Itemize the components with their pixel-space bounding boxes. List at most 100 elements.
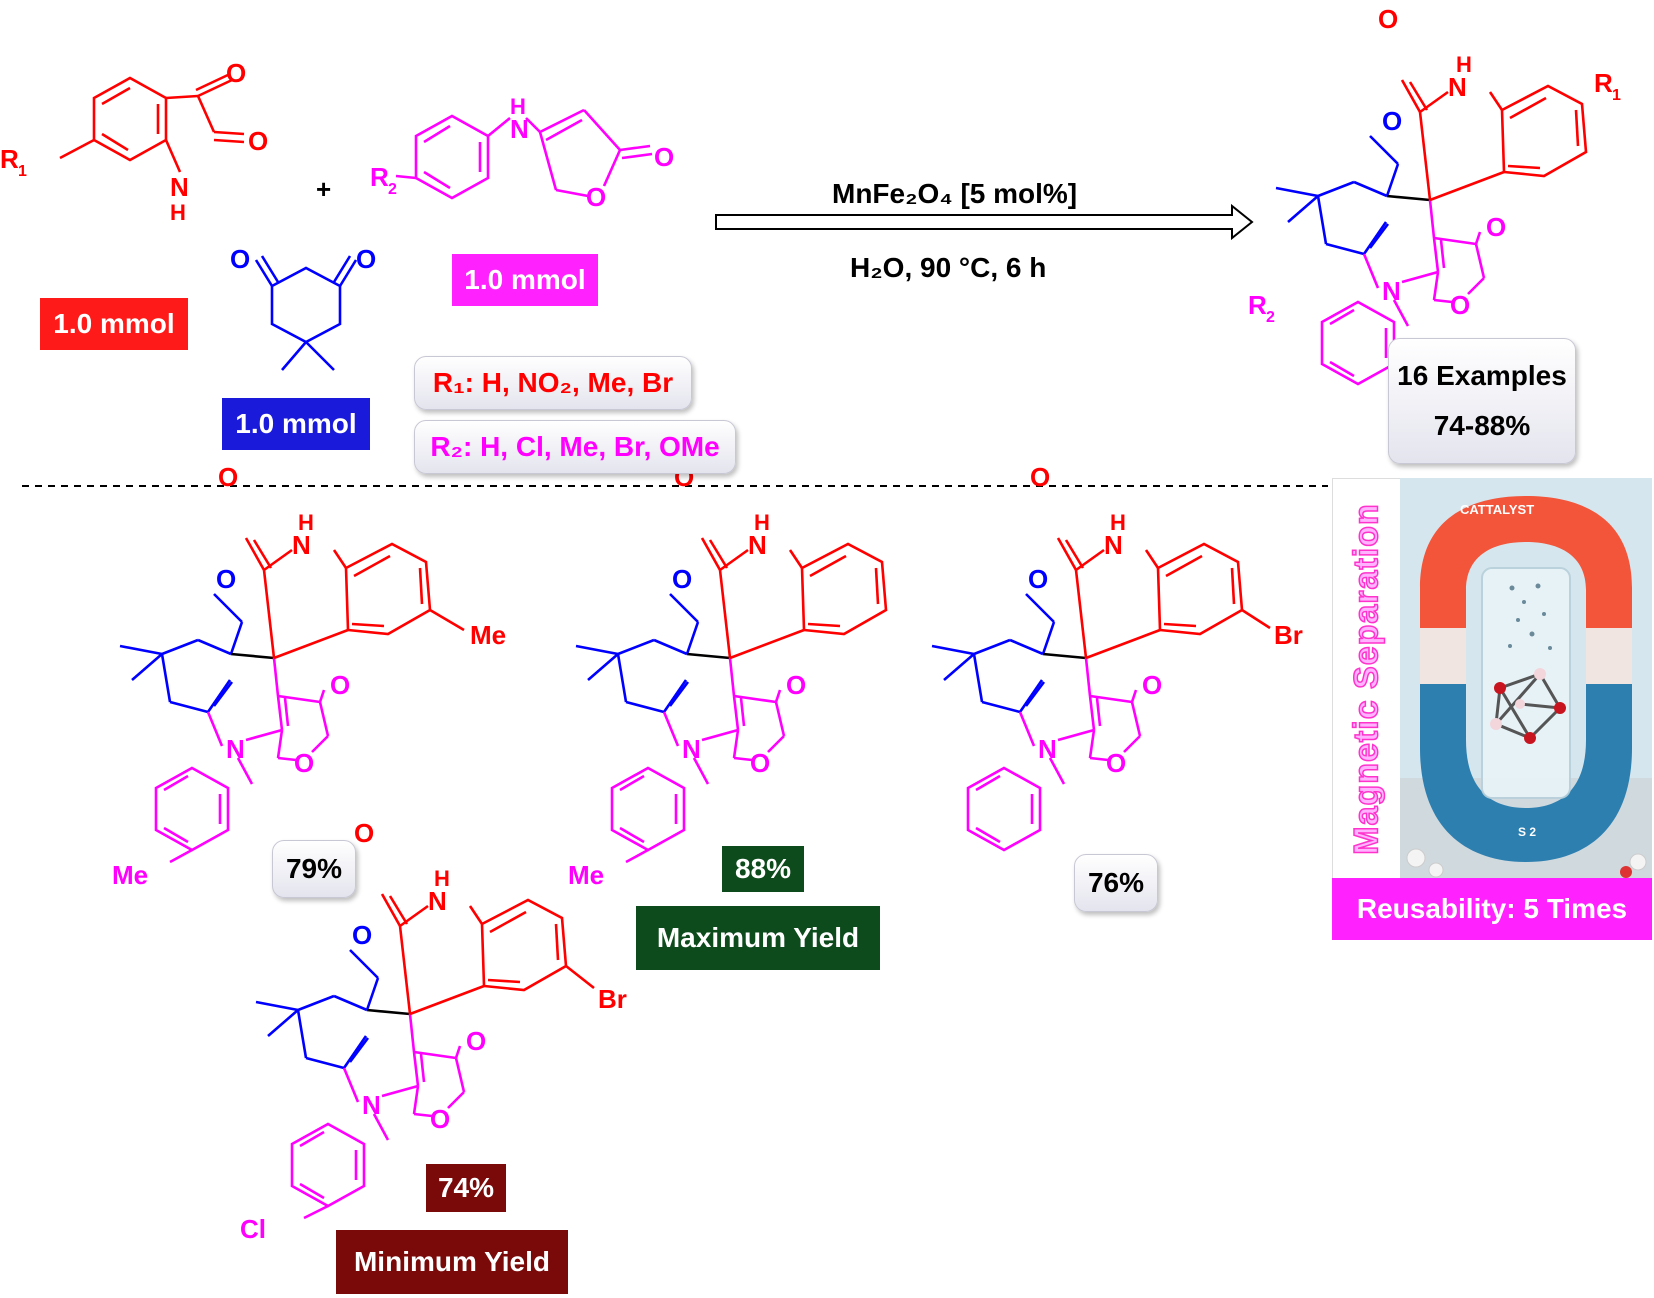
ex4-ketone-oxygen: O bbox=[352, 920, 372, 950]
product-r1-sub: 1 bbox=[1612, 87, 1621, 104]
dimedone-amount-box: 1.0 mmol bbox=[222, 398, 370, 450]
ex1-nitrogen: N bbox=[226, 734, 245, 764]
ex2-lactam-nitrogen: N bbox=[748, 530, 767, 560]
ex1-lactam-hydrogen: H bbox=[298, 510, 314, 535]
ex4-nitrogen: N bbox=[362, 1090, 381, 1120]
catalyst-cluster bbox=[1494, 672, 1562, 740]
yield-88-box: 88% bbox=[722, 846, 804, 892]
ex3-ring-oxygen: O bbox=[1106, 748, 1126, 778]
example-1-structure: O O N H O O N Me Me bbox=[112, 462, 506, 890]
magnetic-separation-panel: Magnetic Separation bbox=[1332, 478, 1654, 940]
ex1-lactam-nitrogen: N bbox=[292, 530, 311, 560]
isatin-oxygen-1: O bbox=[226, 58, 246, 88]
product-lactam-hydrogen: H bbox=[1456, 52, 1472, 77]
ex2-ketone-oxygen: O bbox=[672, 564, 692, 594]
ex3-nitrogen: N bbox=[1038, 734, 1057, 764]
enaminone-structure: H N O O R 2 bbox=[370, 94, 674, 212]
ex4-r2-label: Cl bbox=[240, 1214, 266, 1244]
enaminone-hydrogen: H bbox=[510, 94, 526, 119]
reaction-arrow bbox=[715, 203, 1254, 241]
vertical-title-strip: Magnetic Separation bbox=[1332, 478, 1402, 880]
yield-76-pill: 76% bbox=[1074, 854, 1158, 912]
enaminone-nitrogen: N bbox=[510, 114, 529, 144]
isatin-amount-box: 1.0 mmol bbox=[40, 298, 188, 350]
dimedone-amount-text: 1.0 mmol bbox=[235, 408, 357, 439]
ex3-lactone-oxygen: O bbox=[1142, 670, 1162, 700]
enaminone-r2: R bbox=[370, 162, 389, 192]
magnet-label: CATTALYST bbox=[1460, 502, 1534, 517]
magnet-marking: S 2 bbox=[1518, 825, 1536, 839]
example-3-structure: O O N H O O N Br bbox=[930, 462, 1303, 852]
reusability-text: Reusability: 5 Times bbox=[1356, 893, 1628, 924]
isatin-hydrogen: H bbox=[170, 200, 186, 225]
minimum-yield-text: Minimum Yield bbox=[353, 1246, 551, 1277]
ex3-ketone-oxygen: O bbox=[1028, 564, 1048, 594]
ex3-lactam-oxygen: O bbox=[1030, 462, 1050, 492]
ex3-r1-label: Br bbox=[1274, 620, 1303, 650]
ex1-lactam-oxygen: O bbox=[218, 462, 238, 492]
ex2-r2-label: Me bbox=[568, 860, 604, 890]
ex2-lactone-oxygen: O bbox=[786, 670, 806, 700]
ex4-ring-oxygen: O bbox=[430, 1104, 450, 1134]
isatin-r1-sub: 1 bbox=[18, 163, 27, 180]
yield-79-text: 79% bbox=[285, 853, 343, 884]
minimum-yield-box: Minimum Yield bbox=[336, 1230, 568, 1294]
ex2-lactam-hydrogen: H bbox=[754, 510, 770, 535]
general-product-structure: O O N H O O N R 1 R 2 bbox=[1248, 4, 1621, 386]
product-r2-sub: 2 bbox=[1266, 309, 1275, 326]
example-2-structure: O O N H O O N Me bbox=[568, 462, 888, 890]
enaminone-ring-oxygen: O bbox=[586, 182, 606, 212]
r1-substituents-pill: R₁: H, NO₂, Me, Br bbox=[414, 356, 692, 410]
product-r1: R bbox=[1594, 68, 1613, 98]
maximum-yield-text: Maximum Yield bbox=[656, 922, 860, 953]
enaminone-amount-box: 1.0 mmol bbox=[452, 254, 598, 306]
ex2-ring-oxygen: O bbox=[750, 748, 770, 778]
enaminone-r2-sub: 2 bbox=[388, 181, 397, 198]
ex3-lactam-nitrogen: N bbox=[1104, 530, 1123, 560]
ex4-lactam-oxygen: O bbox=[354, 818, 374, 848]
isatin-structure: O O N H R 1 bbox=[0, 58, 268, 225]
magnet-illustration: CATTALYST S 2 bbox=[1400, 478, 1652, 878]
dimedone-oxygen-2: O bbox=[356, 244, 376, 274]
yield-range-text: 74-88% bbox=[1433, 410, 1531, 441]
ex1-r2-label: Me bbox=[112, 860, 148, 890]
ex1-ketone-oxygen: O bbox=[216, 564, 236, 594]
enaminone-carbonyl-oxygen: O bbox=[654, 142, 674, 172]
dimedone-oxygen-1: O bbox=[230, 244, 250, 274]
isatin-amount-text: 1.0 mmol bbox=[53, 308, 175, 339]
yield-74-box: 74% bbox=[426, 1164, 506, 1212]
ex1-lactone-oxygen: O bbox=[330, 670, 350, 700]
ex2-nitrogen: N bbox=[682, 734, 701, 764]
enaminone-amount-text: 1.0 mmol bbox=[464, 264, 586, 295]
ex4-r1-label: Br bbox=[598, 984, 627, 1014]
yield-74-text: 74% bbox=[437, 1172, 495, 1203]
r2-substituents-text: R₂: H, Cl, Me, Br, OMe bbox=[430, 431, 720, 462]
ex4-lactam-nitrogen: N bbox=[428, 886, 447, 916]
scope-summary-pill: 16 Examples 74-88% bbox=[1388, 338, 1576, 464]
yield-76-text: 76% bbox=[1087, 867, 1145, 898]
catalyst-text: MnFe₂O₄ [5 mol%] bbox=[832, 178, 1078, 209]
isatin-r1: R bbox=[0, 144, 19, 174]
product-lactam-oxygen: O bbox=[1378, 4, 1398, 34]
example-4-structure: O O N H O O N Br Cl bbox=[240, 818, 627, 1244]
reusability-box: Reusability: 5 Times bbox=[1332, 878, 1652, 940]
isatin-oxygen-2: O bbox=[248, 126, 268, 156]
solvent-temp-time-text: H₂O, 90 °C, 6 h bbox=[850, 252, 1047, 283]
magnetic-separation-title: Magnetic Separation bbox=[1347, 502, 1387, 855]
ex1-r1-label: Me bbox=[470, 620, 506, 650]
plus-sign: + bbox=[316, 174, 331, 204]
product-lactam-nitrogen: N bbox=[1448, 72, 1467, 102]
ex3-lactam-hydrogen: H bbox=[1110, 510, 1126, 535]
ex4-lactam-hydrogen: H bbox=[434, 866, 450, 891]
isatin-nitrogen: N bbox=[170, 172, 189, 202]
r1-substituents-text: R₁: H, NO₂, Me, Br bbox=[432, 367, 674, 398]
product-lactone-oxygen: O bbox=[1486, 212, 1506, 242]
ex1-ring-oxygen: O bbox=[294, 748, 314, 778]
yield-79-pill: 79% bbox=[272, 840, 356, 898]
product-ketone-oxygen: O bbox=[1382, 106, 1402, 136]
dimedone-structure: O O bbox=[230, 244, 376, 371]
product-nitrogen: N bbox=[1382, 276, 1401, 306]
product-ring-oxygen: O bbox=[1450, 290, 1470, 320]
ex4-lactone-oxygen: O bbox=[466, 1026, 486, 1056]
